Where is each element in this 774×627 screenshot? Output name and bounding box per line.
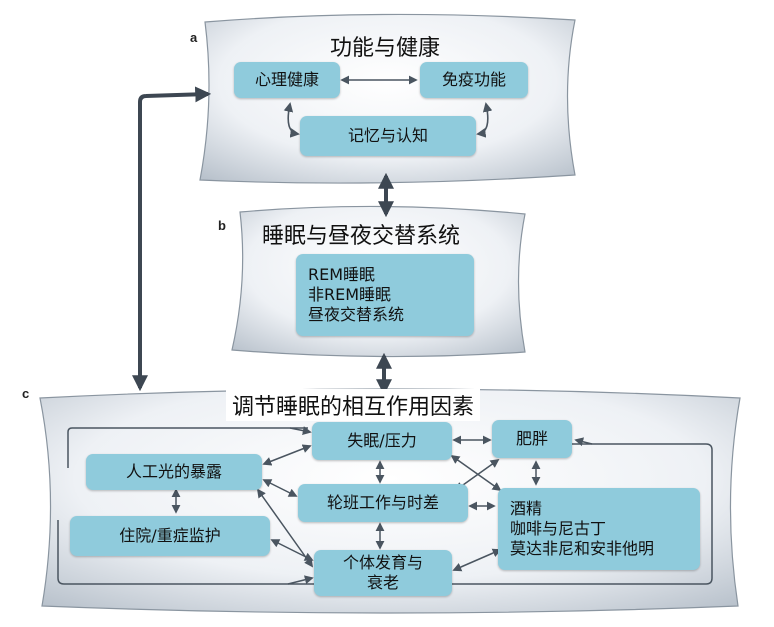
panel-a-title: 功能与健康 xyxy=(330,36,441,61)
node-mental-health: 心理健康 xyxy=(234,62,340,98)
arrow-light-insomnia xyxy=(262,444,312,466)
node-development-aging: 个体发育与 衰老 xyxy=(314,550,452,596)
arrow-loop-to-obesity xyxy=(574,437,593,447)
panel-b-title: 睡眠与昼夜交替系统 xyxy=(262,224,461,249)
node-memory-cognition: 记忆与认知 xyxy=(300,116,476,156)
panel-letter-a: a xyxy=(190,30,198,45)
node-immune-function: 免疫功能 xyxy=(420,62,528,98)
arrow-immune-memory xyxy=(476,102,493,138)
sleep-item-circadian: 昼夜交替系统 xyxy=(308,305,405,324)
sleep-item-rem: REM睡眠 xyxy=(308,265,376,284)
substance-alcohol: 酒精 xyxy=(510,499,543,518)
substance-modafinil-amphetamine: 莫达非尼和安非他明 xyxy=(510,539,655,558)
node-artificial-light: 人工光的暴露 xyxy=(86,454,262,490)
arrow-hospital-development xyxy=(270,539,314,561)
arrow-substances-development xyxy=(452,548,502,572)
panel-c-title: 调节睡眠的相互作用因素 xyxy=(226,389,481,421)
node-sleep-types: REM睡眠 非REM睡眠 昼夜交替系统 xyxy=(296,254,474,336)
arrow-c-to-a xyxy=(132,86,212,392)
development-line-2: 衰老 xyxy=(366,573,399,592)
panel-letter-c: c xyxy=(22,386,30,401)
substance-caffeine-nicotine: 咖啡与尼古丁 xyxy=(510,519,607,538)
arrow-loop-to-insomnia xyxy=(289,426,312,436)
node-insomnia-stress: 失眠/压力 xyxy=(312,422,452,460)
node-substances: 酒精 咖啡与尼古丁 莫达非尼和安非他明 xyxy=(498,488,700,570)
sleep-item-nrem: 非REM睡眠 xyxy=(308,285,392,304)
node-shift-work-jetlag: 轮班工作与时差 xyxy=(298,484,468,522)
development-line-1: 个体发育与 xyxy=(342,553,423,572)
arrow-loop-to-development xyxy=(287,575,314,585)
node-hospital-icu: 住院/重症监护 xyxy=(70,516,270,556)
loop-frame xyxy=(57,427,713,585)
panel-letter-b: b xyxy=(218,218,226,233)
arrow-mental-memory xyxy=(283,102,300,138)
node-obesity: 肥胖 xyxy=(492,420,572,458)
